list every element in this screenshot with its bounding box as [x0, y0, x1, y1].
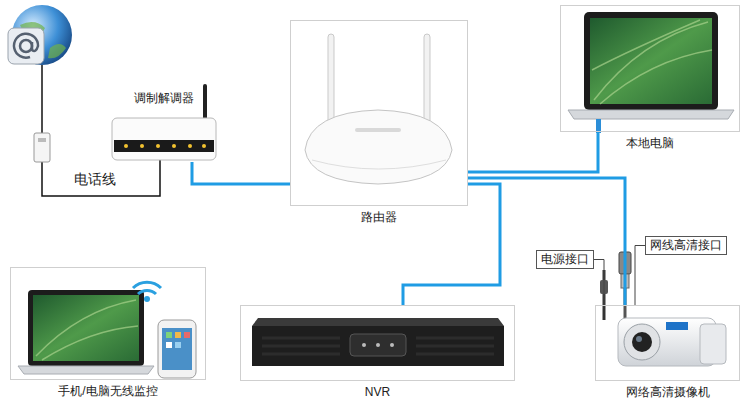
device-frame: 网络高清摄像机	[595, 305, 740, 381]
internet-globe	[8, 5, 72, 65]
network-cable	[192, 162, 290, 184]
nvr-image	[252, 318, 504, 366]
wireless-devices-image	[18, 282, 196, 378]
network-cable	[468, 178, 625, 305]
device-label: NVR	[363, 385, 392, 400]
device-label: 网线高清接口	[650, 238, 722, 253]
device-frame: NVR	[240, 305, 515, 381]
camera-image	[600, 252, 726, 366]
device-label: 手机/电脑无线监控	[56, 384, 159, 399]
port-callout: 电源接口	[536, 250, 594, 269]
wire-label: 电话线	[72, 171, 118, 187]
modem-image	[112, 84, 216, 160]
leader-line	[635, 246, 645, 306]
device-label: 电源接口	[541, 252, 589, 267]
device-frame: 手机/电脑无线监控	[10, 267, 206, 380]
port-callout: 网线高清接口	[645, 236, 727, 255]
device-label: 调制解调器	[132, 91, 196, 106]
device-frame: 本地电脑	[560, 5, 740, 132]
network-cable	[468, 132, 598, 172]
router-image	[305, 34, 452, 184]
network-cable	[403, 184, 500, 305]
device-frame: 路由器	[290, 20, 468, 206]
device-label: 路由器	[359, 210, 399, 225]
device-frame: 调制解调器	[112, 112, 216, 162]
device-label: 本地电脑	[624, 136, 676, 151]
device-label: 网络高清摄像机	[624, 385, 712, 400]
laptop-image	[568, 12, 734, 133]
leader-line	[594, 260, 604, 306]
